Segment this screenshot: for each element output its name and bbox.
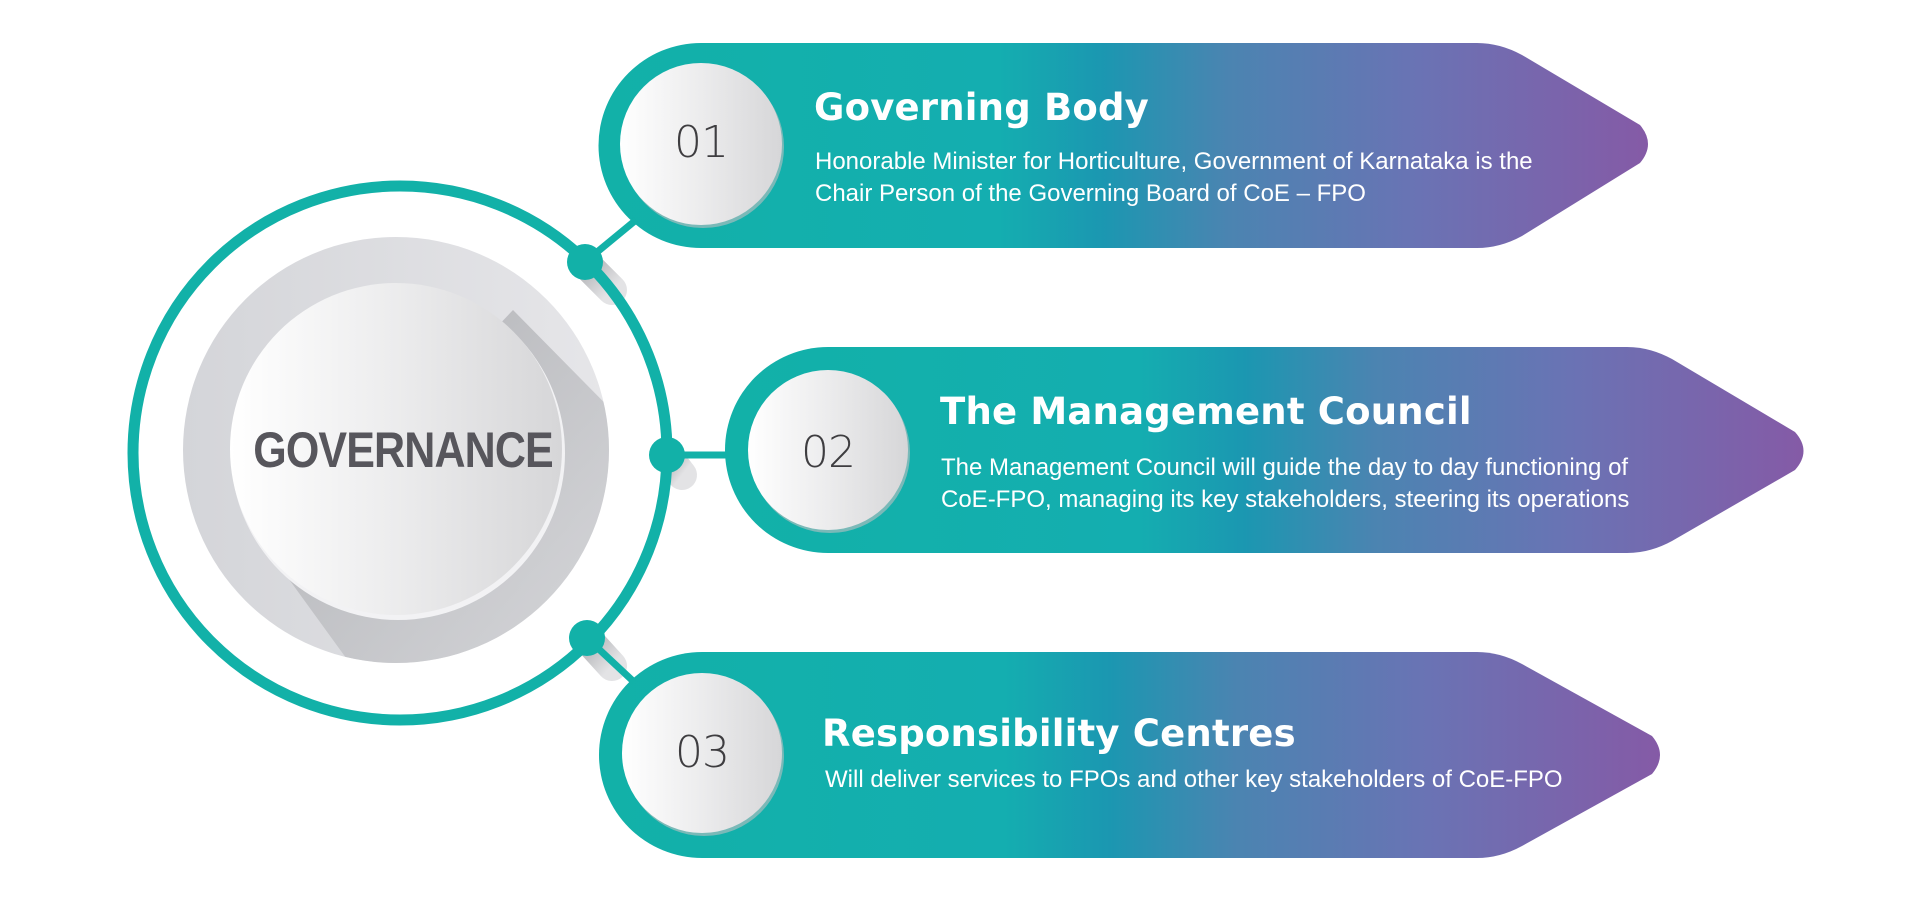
center-label: GOVERNANCE [253, 422, 553, 478]
item-number-02: 02 [801, 427, 856, 478]
item-body-01: Honorable Minister for Horticulture, Gov… [815, 146, 1533, 210]
ring-nodes [567, 244, 685, 656]
item-body-02-line-2: CoE-FPO, managing its key stakeholders, … [941, 486, 1630, 513]
item-title-02: The Management Council [940, 390, 1472, 433]
item-body-01-line-1: Honorable Minister for Horticulture, Gov… [815, 148, 1533, 175]
item-body-01-line-2: Chair Person of the Governing Board of C… [815, 180, 1366, 207]
band-03 [599, 652, 1660, 858]
band-02 [725, 347, 1804, 553]
item-body-03-line-1: Will deliver services to FPOs and other … [825, 766, 1563, 793]
item-number-01: 01 [674, 117, 729, 168]
band-01 [598, 43, 1648, 248]
item-title-01: Governing Body [814, 86, 1150, 129]
item-title-03: Responsibility Centres [822, 712, 1296, 755]
item-body-02: The Management Council will guide the da… [941, 452, 1629, 516]
item-number-03: 03 [675, 727, 730, 778]
item-body-02-line-1: The Management Council will guide the da… [941, 454, 1629, 481]
item-body-03: Will deliver services to FPOs and other … [825, 764, 1563, 796]
